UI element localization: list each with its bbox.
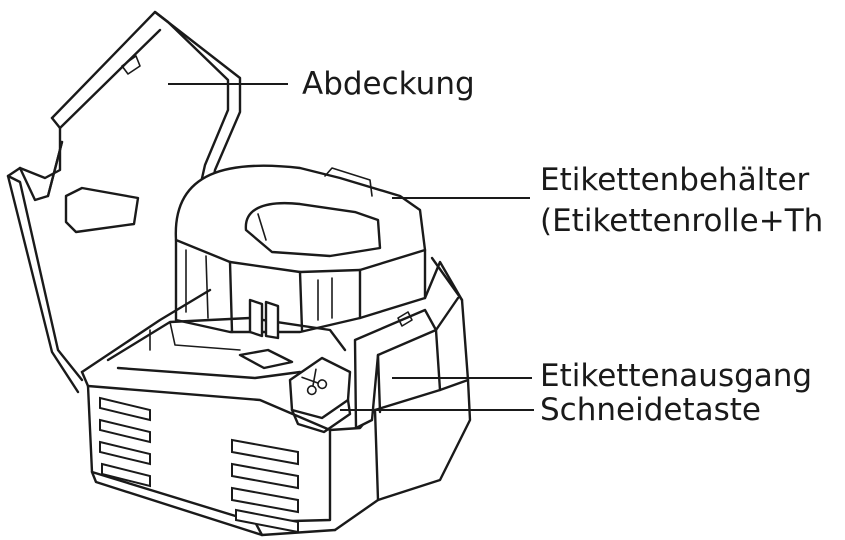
label-outlet: Etikettenausgang xyxy=(540,358,812,394)
cover-lid xyxy=(6,10,242,394)
leader-lines xyxy=(168,83,534,411)
vent-slots-left xyxy=(99,396,151,488)
label-outlet xyxy=(353,260,464,430)
label-compartment-line2: (Etikettenrolle+Th xyxy=(540,203,823,239)
label-cut-button: Schneidetaste xyxy=(540,392,761,428)
label-compartment xyxy=(174,164,427,340)
cut-button[interactable] xyxy=(288,356,352,434)
scissors-icon xyxy=(301,368,328,396)
label-cover: Abdeckung xyxy=(302,66,475,102)
deck-window xyxy=(238,348,294,370)
label-compartment-line1: Etikettenbehälter xyxy=(540,162,810,198)
printer-base xyxy=(80,256,472,537)
vent-slots-right xyxy=(231,438,299,534)
